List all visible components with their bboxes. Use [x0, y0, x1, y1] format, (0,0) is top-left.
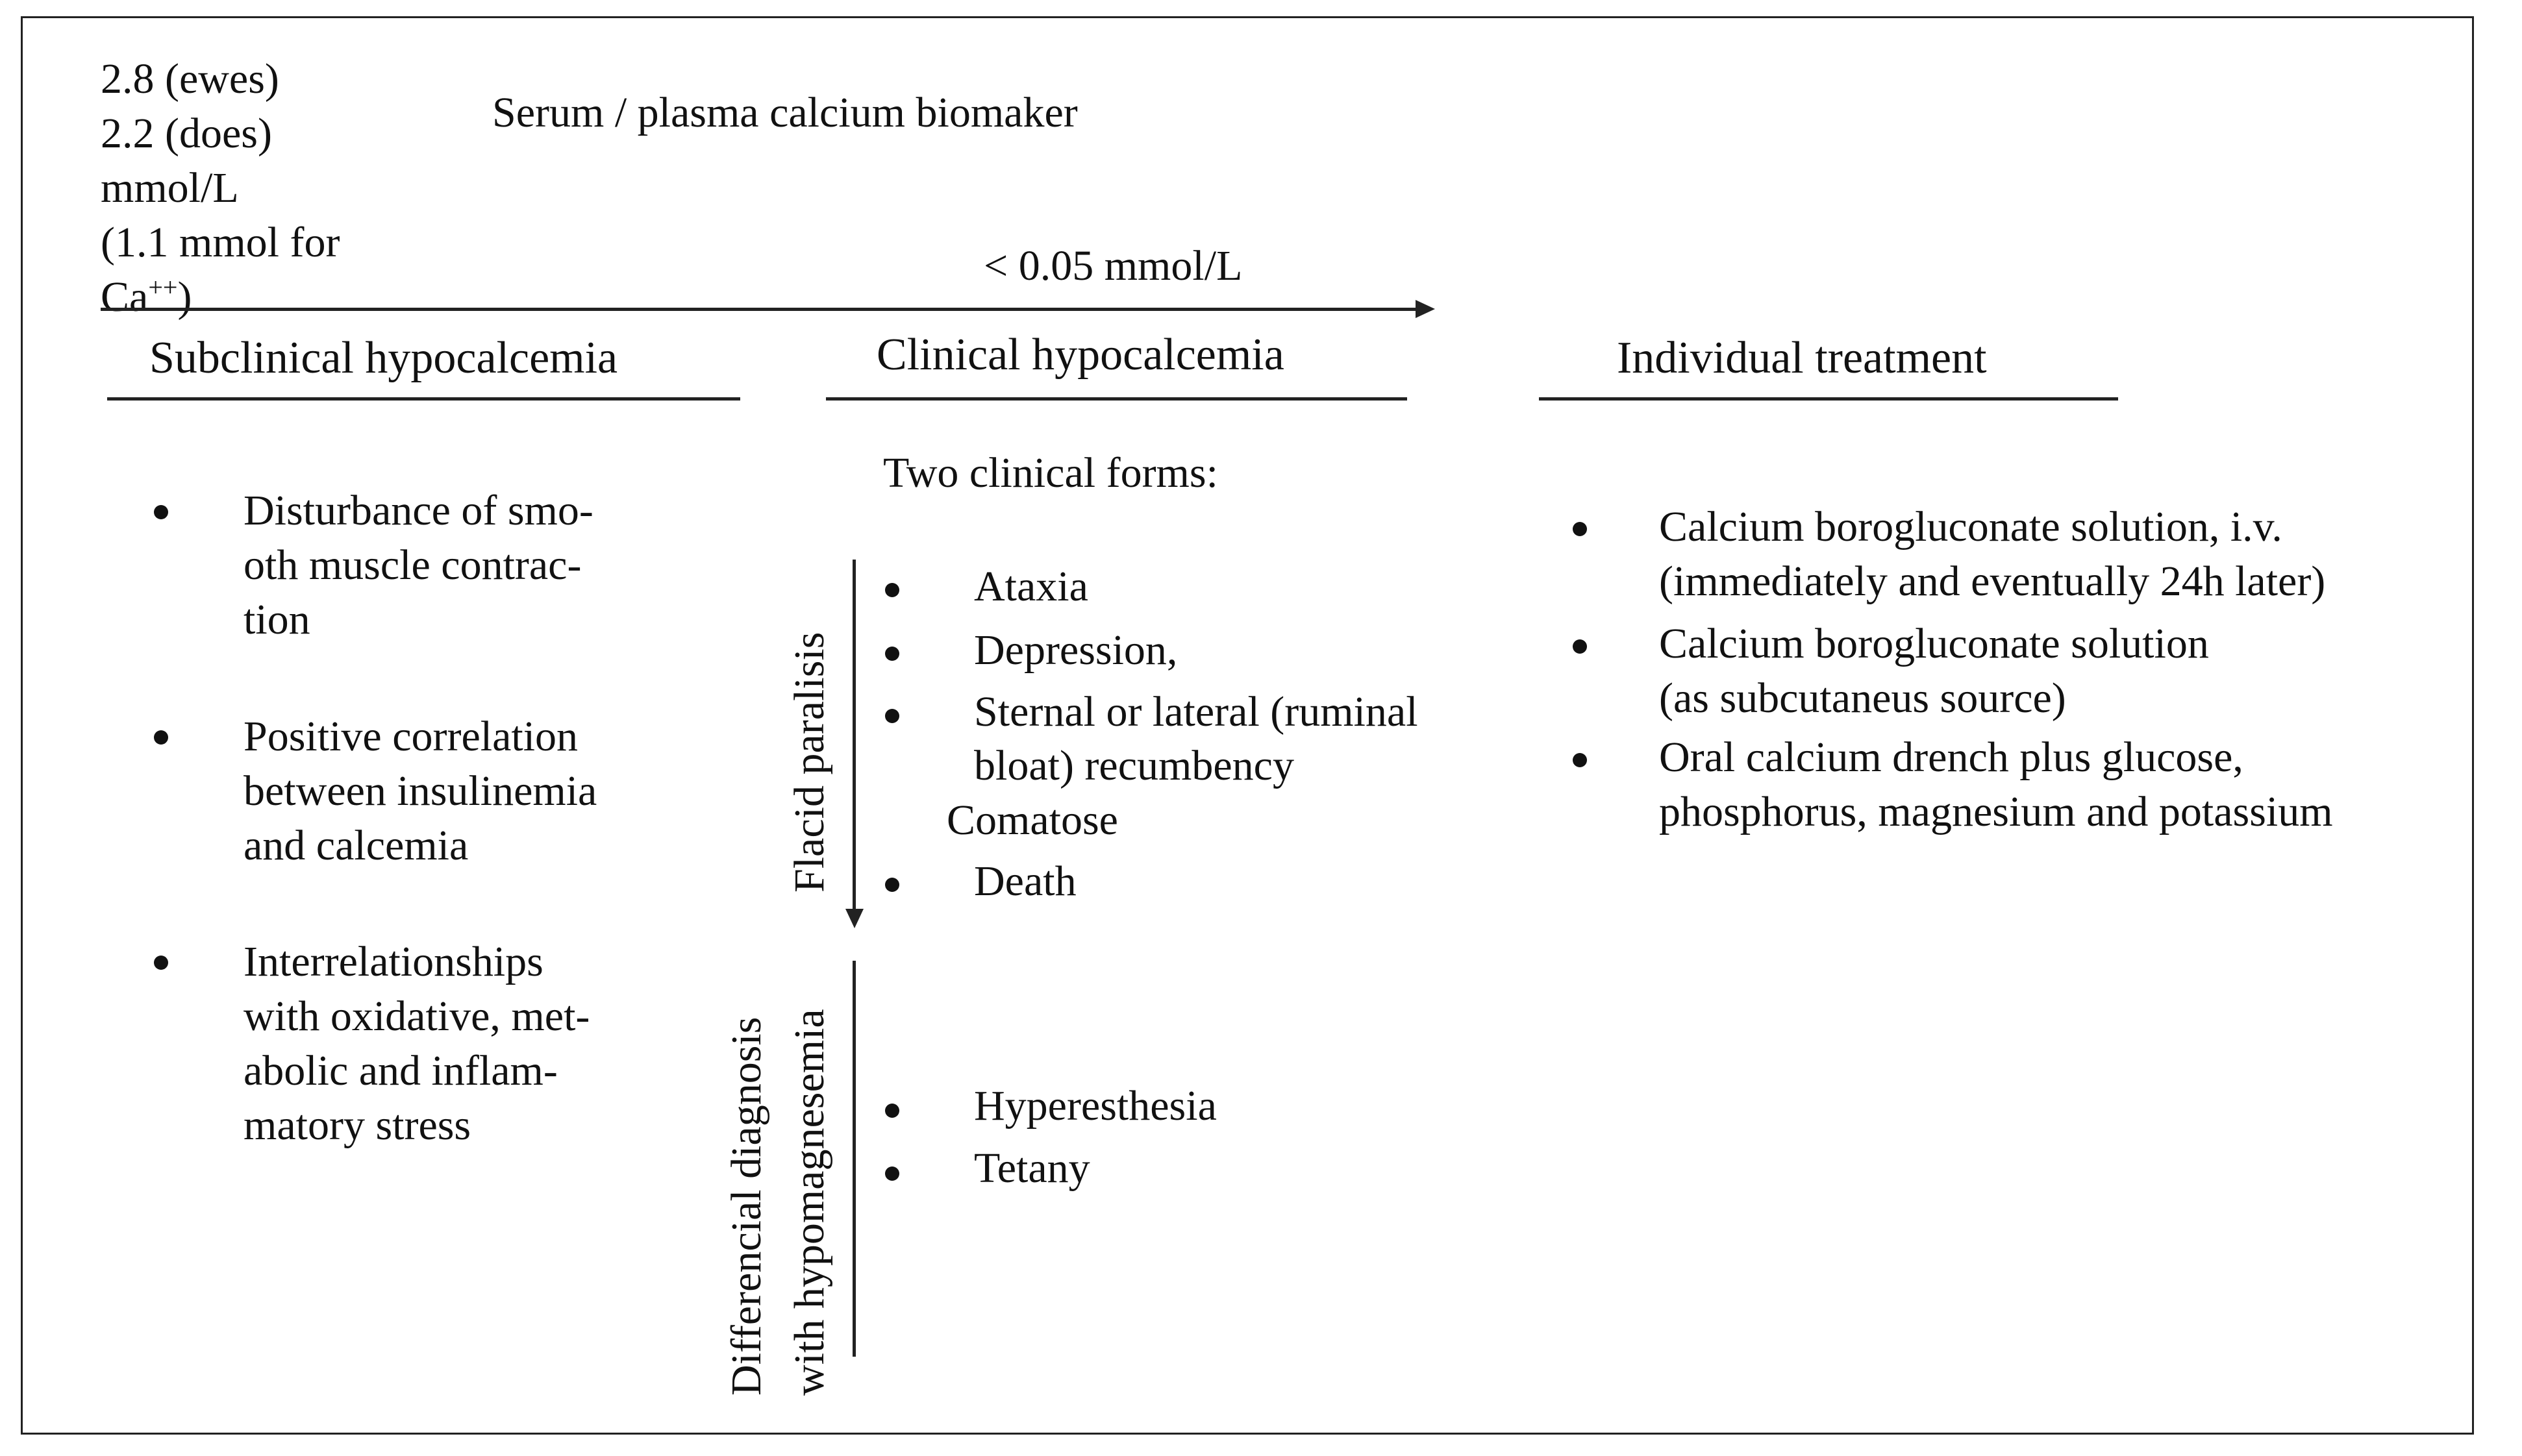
clinical-header: Clinical hypocalcemia	[877, 330, 1284, 380]
progression-arrow-line	[101, 308, 1419, 311]
flacid-item-recumbency: Sternal or lateral (ruminal	[974, 688, 1418, 735]
flacid-arrowhead	[845, 909, 864, 928]
treatment-underline	[1539, 397, 2118, 401]
bullet-icon	[154, 505, 168, 519]
subclinical-underline	[107, 397, 740, 401]
reference-ewes: 2.8 (ewes)	[101, 55, 279, 103]
differential-diagnosis-label-1: Differencial diagnosis	[723, 1017, 770, 1396]
bullet-icon	[1573, 639, 1587, 654]
bullet-icon	[885, 583, 899, 597]
differential-item-tetany: Tetany	[974, 1144, 1090, 1192]
flacid-item-recumbency-cont: bloat) recumbency	[974, 742, 1294, 789]
treatment-item-1: Calcium borogluconate solution, i.v. (im…	[1659, 503, 2326, 605]
flacid-item-depression: Depression,	[974, 626, 1178, 674]
bullet-icon	[1573, 522, 1587, 536]
reference-values: 2.8 (ewes) 2.2 (does) mmol/L (1.1 mmol f…	[101, 52, 340, 325]
flacid-item-ataxia: Ataxia	[974, 563, 1088, 610]
reference-unit: mmol/L	[101, 164, 239, 212]
bullet-icon	[885, 709, 899, 723]
bullet-icon	[885, 878, 899, 892]
treatment-header: Individual treatment	[1617, 333, 1987, 383]
differential-diagnosis-label-2: with hypomagnesemia	[786, 1009, 833, 1396]
flacid-item-death: Death	[974, 858, 1077, 905]
subclinical-item-2: Positive correlation between insulinemia…	[243, 713, 597, 869]
differential-item-hyperesthesia: Hyperesthesia	[974, 1082, 1217, 1129]
diagram-title: Serum / plasma calcium biomaker	[492, 89, 1078, 136]
bullet-icon	[885, 1104, 899, 1118]
subclinical-item-3: Interrelationships with oxidative, met- …	[243, 938, 590, 1149]
clinical-underline	[826, 397, 1407, 401]
treatment-item-2: Calcium borogluconate solution (as subcu…	[1659, 620, 2209, 722]
flacid-item-comatose: Comatose	[947, 796, 1118, 844]
threshold-label: < 0.05 mmol/L	[984, 242, 1243, 290]
flacid-paralysis-label: Flacid paralisis	[786, 632, 833, 893]
subclinical-item-1: Disturbance of smo- oth muscle contrac- …	[243, 487, 593, 643]
reference-does: 2.2 (does)	[101, 110, 272, 157]
bullet-icon	[154, 730, 168, 745]
reference-ionized-note: (1.1 mmol for	[101, 219, 340, 266]
progression-arrowhead	[1416, 300, 1435, 318]
clinical-forms-subtitle: Two clinical forms:	[883, 449, 1218, 497]
bullet-icon	[885, 1166, 899, 1181]
treatment-item-3: Oral calcium drench plus glucose, phosph…	[1659, 734, 2333, 835]
reference-ionized-symbol: Ca++)	[101, 273, 192, 321]
differential-bracket-line	[853, 961, 856, 1357]
bullet-icon	[154, 956, 168, 970]
subclinical-header: Subclinical hypocalcemia	[149, 333, 618, 383]
diagram-frame	[21, 16, 2474, 1435]
bullet-icon	[1573, 753, 1587, 767]
bullet-icon	[885, 647, 899, 661]
flacid-arrow-line	[853, 560, 856, 913]
